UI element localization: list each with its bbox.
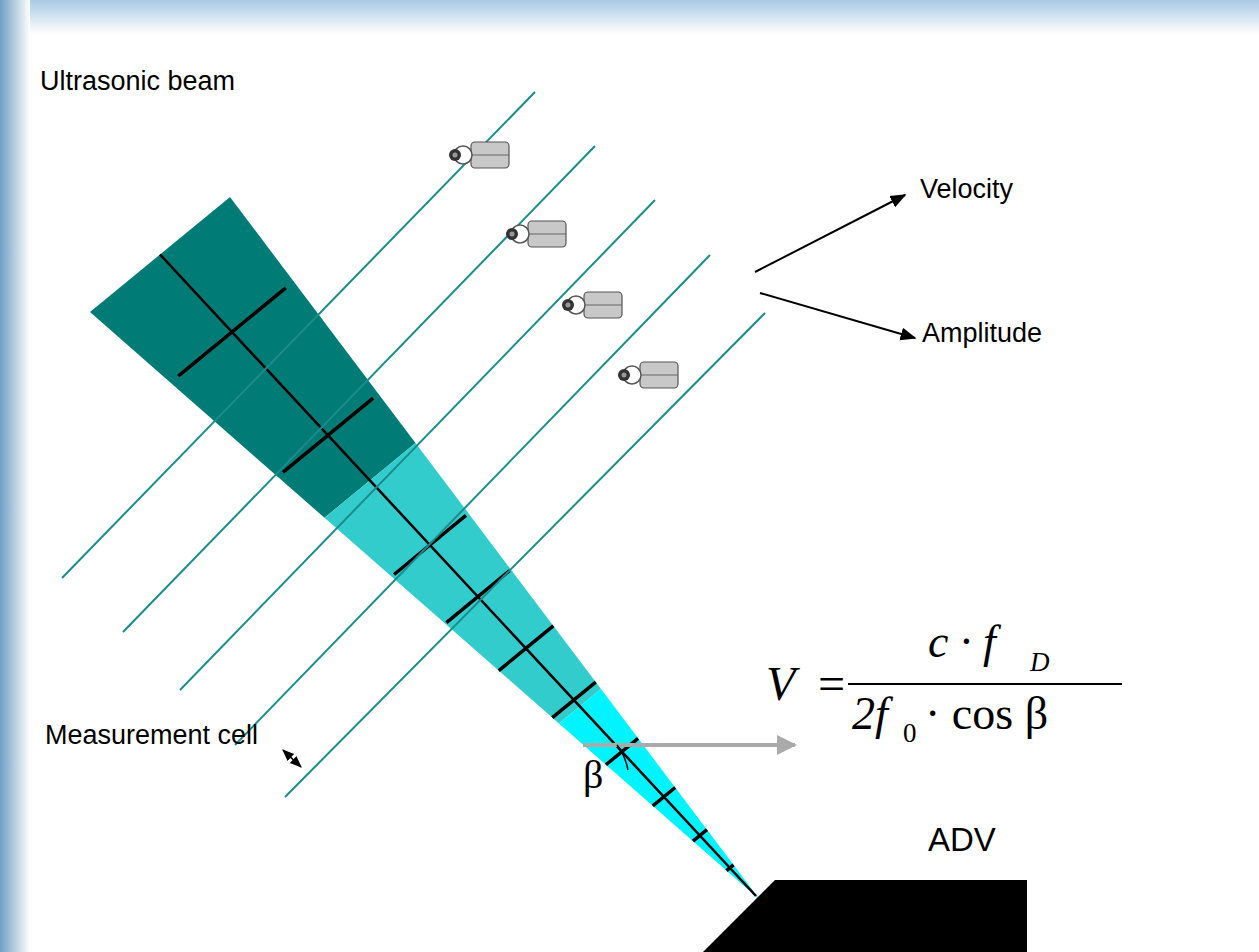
cell-size-arrow <box>283 750 301 767</box>
cell-boundary <box>552 682 595 718</box>
cell-line <box>235 255 710 745</box>
particle-icon <box>449 142 509 168</box>
formula-term: · cos β <box>925 688 1048 741</box>
cell-boundary <box>693 830 707 842</box>
instrument-label: ADV <box>928 821 996 859</box>
cell-line <box>62 92 535 578</box>
angle-symbol: β <box>583 752 603 798</box>
formula-term: 2f <box>852 688 888 741</box>
cell-line <box>180 200 655 690</box>
particle-icon <box>506 221 566 247</box>
output-label: Amplitude <box>922 318 1042 349</box>
beam-segment <box>90 197 416 518</box>
cell-boundary <box>499 626 554 671</box>
cell-boundary <box>178 288 286 376</box>
top-band <box>0 0 1259 34</box>
formula-term: c · f <box>928 616 996 669</box>
cell-boundary <box>653 788 675 806</box>
beam-axis <box>160 255 756 897</box>
formula-subscript: D <box>1030 647 1050 678</box>
particle-icon <box>618 362 678 388</box>
cell-boundary <box>283 398 373 472</box>
left-band <box>0 0 30 952</box>
beam-segment <box>325 443 602 724</box>
flow-arrow <box>583 743 795 747</box>
fraction-bar <box>848 683 1122 685</box>
cell-line <box>123 146 595 632</box>
output-label: Velocity <box>920 174 1013 205</box>
output-arrow <box>760 293 915 338</box>
output-arrow <box>755 195 905 272</box>
beam-label: Ultrasonic beam <box>40 66 235 97</box>
particle-icon <box>562 292 622 318</box>
cell-label: Measurement cell <box>45 720 258 751</box>
cell-line <box>285 313 765 797</box>
adv-probe <box>703 880 1027 952</box>
formula-term: = <box>818 656 845 711</box>
formula-term: V <box>766 656 795 711</box>
cell-boundary <box>727 865 734 871</box>
beam-segment <box>559 689 760 900</box>
angle-arc <box>617 745 628 770</box>
formula-subscript: 0 <box>903 718 917 749</box>
cell-boundary <box>446 571 509 623</box>
